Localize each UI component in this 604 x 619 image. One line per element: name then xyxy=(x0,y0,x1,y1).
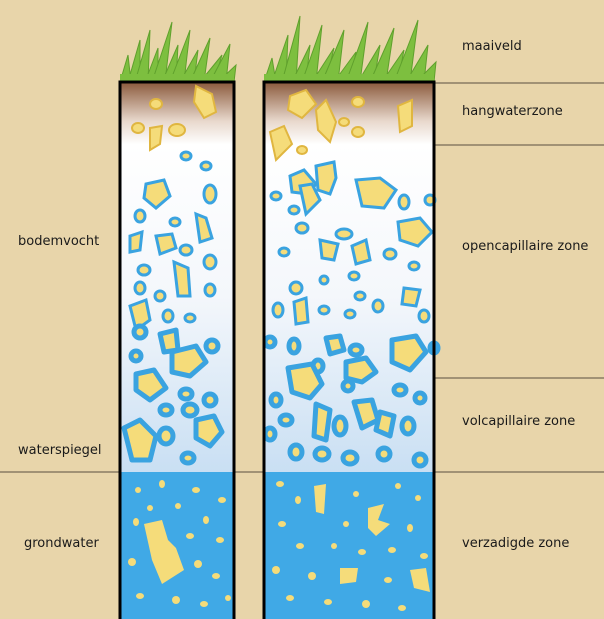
label-waterspiegel: waterspiegel xyxy=(18,443,102,458)
label-grondwater: grondwater xyxy=(24,536,99,551)
label-hangwaterzone: hangwaterzone xyxy=(462,104,563,119)
grass-left xyxy=(120,22,236,83)
label-volcapillaire-zone: volcapillaire zone xyxy=(462,414,575,429)
label-maaiveld: maaiveld xyxy=(462,39,522,54)
label-verzadigde-zone: verzadigde zone xyxy=(462,536,569,551)
label-opencapillaire-zone: opencapillaire zone xyxy=(462,239,588,254)
grass-right xyxy=(264,16,436,83)
label-bodemvocht: bodemvocht xyxy=(18,234,99,249)
